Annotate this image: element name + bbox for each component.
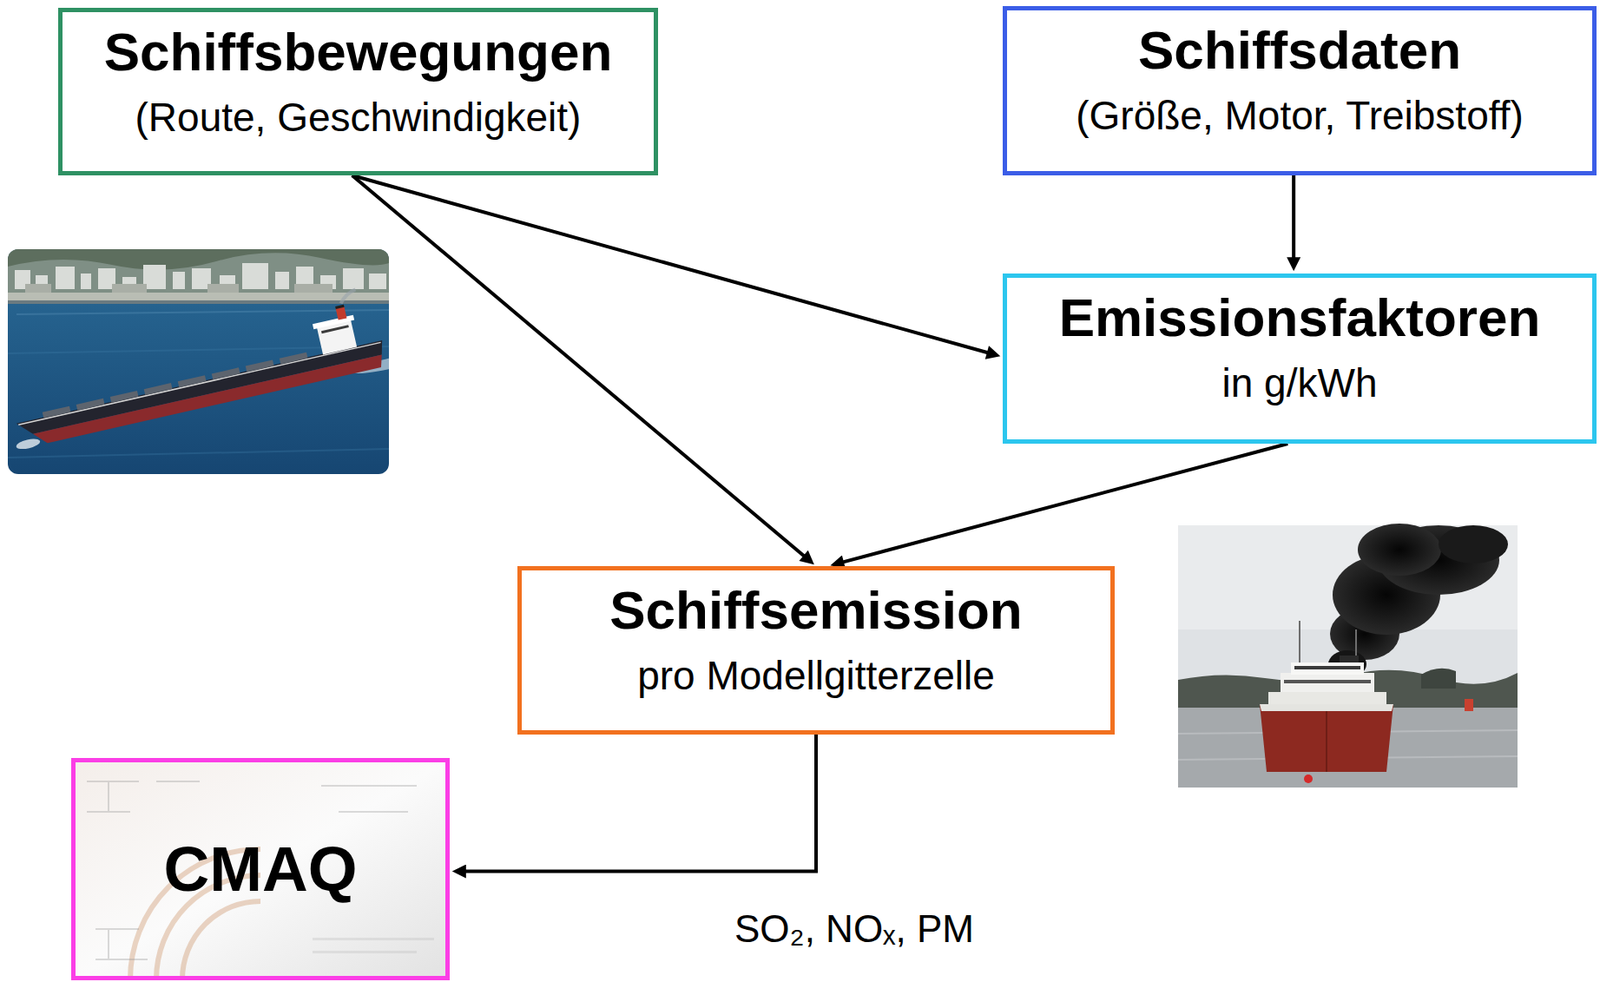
smoke-ship-photo [1178, 523, 1518, 788]
smoke-ship-photo [1294, 665, 1361, 670]
box-heading: Emissionsfaktoren [1059, 286, 1541, 349]
ship-photo [55, 266, 75, 290]
flow-arrow [352, 175, 808, 559]
ship-photo [279, 352, 309, 365]
cmaq-background [75, 762, 446, 980]
smoke-ship-photo [1259, 704, 1394, 772]
box-subtitle: in g/kWh [1222, 360, 1378, 407]
ship-photo [335, 304, 344, 310]
smoke-ship-photo [1178, 525, 1518, 788]
smoke-ship-photo [1303, 774, 1313, 784]
ship-photo [368, 273, 387, 290]
cmaq-background [86, 781, 417, 960]
box-heading: Schiffsbewegungen [104, 20, 613, 83]
smoke-ship-photo [1464, 698, 1474, 712]
flow-arrow [352, 175, 992, 354]
ship-photo [42, 352, 309, 419]
ship-photo [342, 268, 364, 290]
process-box: Schiffsdaten (Größe, Motor, Treibstoff) [1002, 6, 1597, 176]
ship-photo [321, 324, 349, 334]
flow-arrow [1291, 175, 1296, 262]
box-heading: Schiffsemission [609, 579, 1022, 641]
smoke-ship-photo [1280, 672, 1375, 692]
ship-photo [18, 342, 381, 425]
ship-photo [110, 390, 139, 403]
smoke-ship-photo [1438, 525, 1508, 564]
ship-photo [7, 249, 389, 475]
smoke-ship-photo [1178, 670, 1518, 712]
ship-photo [25, 283, 333, 293]
ship-photo [211, 367, 241, 380]
smoke-ship-photo [1357, 523, 1442, 576]
ship-photo [0, 249, 423, 475]
cmaq-background [75, 762, 446, 980]
ship-photo [207, 283, 239, 293]
cmaq-background [312, 937, 435, 941]
ship-photo [15, 436, 42, 451]
ship-photo [7, 300, 389, 304]
ship-photo [7, 278, 389, 454]
ship-photo [16, 309, 389, 315]
ship-photo [7, 249, 389, 475]
box-subtitle: pro Modellgitterzelle [637, 652, 995, 699]
ship-photo [42, 406, 72, 419]
model-box: CMAQ [71, 757, 450, 981]
ship-photo [242, 263, 269, 290]
flow-arrow [461, 734, 817, 872]
ship-photo [76, 398, 106, 411]
process-box: Emissionsfaktoren in g/kWh [1002, 273, 1597, 444]
ship-photo [7, 249, 389, 303]
cmaq-background [108, 781, 417, 960]
ship-photo [144, 382, 173, 396]
ship-photo [172, 271, 185, 290]
ship-photo [16, 340, 386, 437]
box-heading: CMAQ [163, 832, 357, 906]
smoke-ship-photo [1268, 691, 1387, 705]
box-subtitle: (Route, Geschwindigkeit) [135, 94, 582, 141]
smoke-ship-photo [1259, 704, 1394, 712]
ship-photo [275, 271, 290, 290]
cmaq-background [182, 901, 261, 980]
ship-photo [111, 283, 147, 293]
smoke-ship-photo [1283, 679, 1371, 684]
ship-photo [32, 354, 385, 446]
smoke-ship-photo [1421, 668, 1456, 689]
ship-photo [7, 448, 389, 458]
cmaq-background [312, 937, 435, 954]
ship-photo [294, 283, 333, 293]
flow-arrow [839, 443, 1288, 563]
ship-photo [338, 289, 358, 303]
ship-photo [25, 283, 52, 293]
box-subtitle: (Größe, Motor, Treibstoff) [1075, 92, 1524, 139]
ship-photo [177, 375, 207, 388]
ship-photo [7, 292, 389, 302]
smoke-ship-photo [1325, 711, 1328, 772]
ship-photo [245, 360, 275, 373]
smoke-ship-photo [1290, 662, 1364, 675]
ship-photo [80, 273, 92, 290]
cmaq-background [312, 950, 417, 954]
process-box: Schiffsemission pro Modellgitterzelle [517, 566, 1115, 735]
box-heading: Schiffsdaten [1138, 19, 1462, 81]
flow-label: SO₂, NOₓ, PM [730, 907, 978, 952]
process-box: Schiffsbewegungen (Route, Geschwindigkeit… [58, 7, 659, 176]
